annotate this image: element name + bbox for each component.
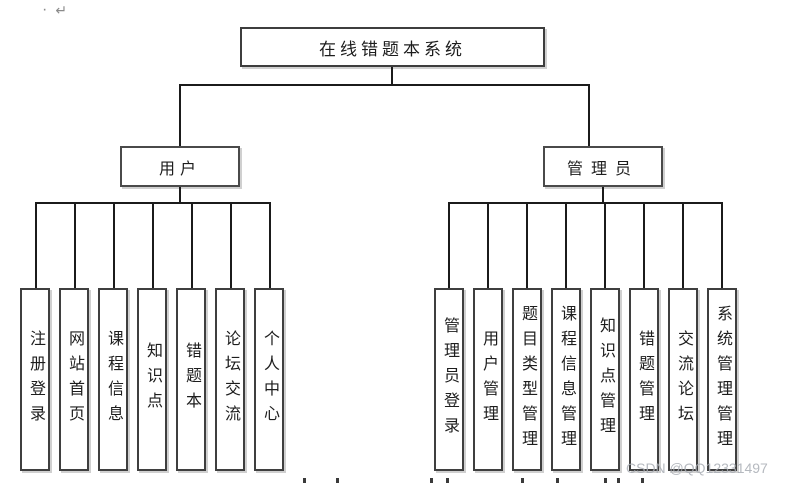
admin-leaf-system-management: 系统管理管理 bbox=[707, 288, 737, 471]
leaf-label: 用户管理 bbox=[480, 329, 497, 430]
user-leaf-personal-center: 个人中心 bbox=[254, 288, 284, 471]
connector-line bbox=[179, 187, 181, 203]
admin-leaf-admin-login: 管理员登录 bbox=[434, 288, 464, 471]
user-leaf-wrong-question-book: 错题本 bbox=[176, 288, 206, 471]
admin-leaf-user-management: 用户管理 bbox=[473, 288, 503, 471]
leaf-label: 课程信息 bbox=[105, 329, 122, 430]
leaf-label: 论坛交流 bbox=[222, 329, 239, 430]
connector-line bbox=[588, 84, 590, 146]
connector-line bbox=[269, 202, 271, 288]
editor-paragraph-marks: · ↵ bbox=[42, 1, 67, 19]
user-leaf-site-home: 网站首页 bbox=[59, 288, 89, 471]
connector-line bbox=[602, 187, 604, 203]
leaf-label: 网站首页 bbox=[66, 329, 83, 430]
user-leaf-forum-exchange: 论坛交流 bbox=[215, 288, 245, 471]
connector-line bbox=[74, 202, 76, 288]
connector-line bbox=[191, 202, 193, 288]
user-leaf-register-login: 注册登录 bbox=[20, 288, 50, 471]
admin-leaf-question-type-management: 题目类型管理 bbox=[512, 288, 542, 471]
leaf-label: 错题本 bbox=[183, 342, 200, 417]
leaf-label: 管理员登录 bbox=[441, 317, 458, 442]
leaf-label: 交流论坛 bbox=[675, 329, 692, 430]
clipped-caption-fragment bbox=[0, 477, 791, 483]
admin-branch-node: 管理员 bbox=[543, 146, 663, 187]
connector-line bbox=[448, 202, 450, 288]
connector-line bbox=[643, 202, 645, 288]
middle-dot-mark: · bbox=[42, 1, 48, 18]
admin-leaf-exchange-forum: 交流论坛 bbox=[668, 288, 698, 471]
user-leaf-course-info: 课程信息 bbox=[98, 288, 128, 471]
leaf-label: 个人中心 bbox=[261, 329, 278, 430]
root-node-label: 在线错题本系统 bbox=[319, 39, 466, 59]
connector-line bbox=[179, 84, 590, 86]
connector-line bbox=[565, 202, 567, 288]
admin-leaf-wrong-question-management: 错题管理 bbox=[629, 288, 659, 471]
root-node-online-wrong-question-system: 在线错题本系统 bbox=[240, 27, 545, 67]
connector-line bbox=[604, 202, 606, 288]
leaf-label: 注册登录 bbox=[27, 329, 44, 430]
connector-line bbox=[391, 67, 393, 85]
admin-leaf-course-info-management: 课程信息管理 bbox=[551, 288, 581, 471]
admin-leaf-knowledge-point-management: 知识点管理 bbox=[590, 288, 620, 471]
user-branch-node: 用户 bbox=[120, 146, 240, 187]
connector-line bbox=[448, 202, 723, 204]
connector-line bbox=[526, 202, 528, 288]
connector-line bbox=[35, 202, 37, 288]
leaf-label: 系统管理管理 bbox=[714, 304, 731, 455]
return-arrow-icon: ↵ bbox=[55, 1, 68, 18]
user-leaf-knowledge-point: 知识点 bbox=[137, 288, 167, 471]
connector-line bbox=[230, 202, 232, 288]
connector-line bbox=[152, 202, 154, 288]
connector-line bbox=[682, 202, 684, 288]
leaf-label: 错题管理 bbox=[636, 329, 653, 430]
leaf-label: 题目类型管理 bbox=[519, 304, 536, 455]
leaf-label: 课程信息管理 bbox=[558, 304, 575, 455]
user-branch-label: 用户 bbox=[158, 160, 201, 178]
connector-line bbox=[179, 84, 181, 146]
connector-line bbox=[113, 202, 115, 288]
admin-branch-label: 管理员 bbox=[566, 160, 639, 178]
leaf-label: 知识点 bbox=[144, 342, 161, 417]
leaf-label: 知识点管理 bbox=[597, 317, 614, 442]
csdn-watermark: CSDN @QQ12331497 bbox=[626, 460, 768, 476]
connector-line bbox=[487, 202, 489, 288]
connector-line bbox=[721, 202, 723, 288]
